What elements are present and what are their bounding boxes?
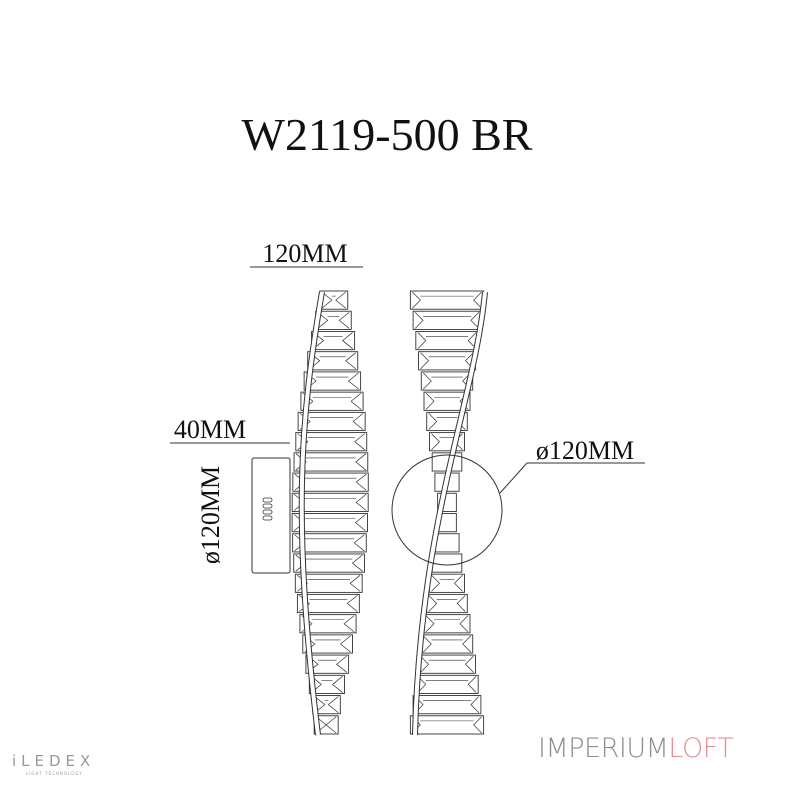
dim-width-label: 120MM [262, 239, 347, 268]
model-title: W2119-500 BR [242, 109, 533, 160]
crystal-segment [291, 492, 369, 512]
crystal-segment [426, 593, 468, 614]
vent-slots [262, 497, 273, 521]
crystal-segment [292, 533, 367, 553]
dim-depth-label: 40MM [174, 415, 246, 444]
crystal-segment [429, 573, 465, 593]
dim-canopy-front-label: ø120MM [536, 436, 634, 465]
crystal-segment [418, 654, 476, 674]
imperiumloft-logo: IMPERIUMLOFT [538, 733, 734, 764]
lamp-side-view [291, 290, 369, 736]
crystal-segment [409, 715, 485, 735]
crystal-segment [293, 452, 369, 472]
crystal-segment [294, 573, 363, 593]
dim-canopy-front-leader [499, 462, 528, 494]
lamp-front-view [409, 290, 488, 736]
dim-canopy-side-label: ø120MM [196, 466, 225, 564]
canopy-front-circle [391, 454, 503, 566]
crystal-segment [409, 290, 485, 310]
crystal-segment [291, 513, 368, 533]
canopy-side [251, 457, 291, 574]
crystal-segment [418, 351, 476, 371]
crystal-segment [431, 553, 463, 573]
crystal-segment [415, 331, 479, 351]
crystal-segment [415, 674, 479, 694]
crystal-segment [300, 391, 364, 411]
crystal-segment [412, 695, 482, 715]
crystal-segment [412, 310, 482, 330]
crystal-segment [423, 614, 471, 634]
crystal-segment [420, 634, 474, 654]
crystal-segment [305, 654, 350, 674]
iledex-logo: iLEDEX LIGHT TECHNOLOGY [12, 752, 96, 776]
crystal-segment [426, 411, 468, 432]
crystal-segment [434, 533, 460, 553]
